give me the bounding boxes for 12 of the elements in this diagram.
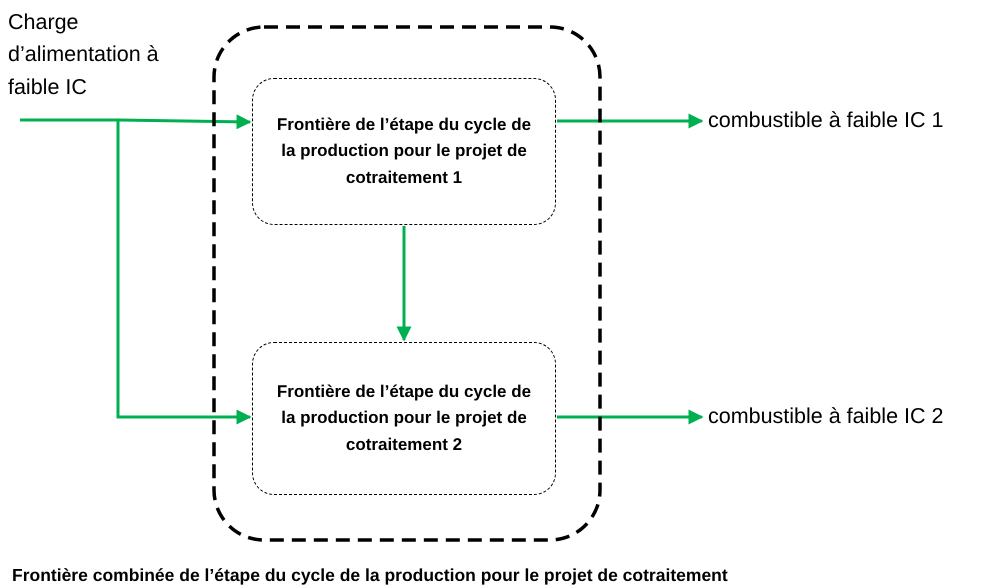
- dashed-process-box: [252, 342, 556, 495]
- flow-label: Charge d’alimentation à faible IC: [8, 9, 160, 100]
- arrow: [557, 114, 704, 128]
- box-text: Frontière de l’étape du cycle de la production pour le projet de cotraitement 2: [276, 380, 532, 456]
- flow-label: combustible à faible IC 2: [708, 403, 944, 430]
- box-text: Frontière de l’étape du cycle de la production pour le projet de cotraitement 1: [276, 114, 532, 189]
- flow-label: combustible à faible IC 1: [708, 107, 944, 134]
- arrow: [557, 410, 704, 424]
- boundary-caption: Frontière combinée de l’étape du cycle de la production pour le projet de cotraitement: [12, 565, 728, 586]
- arrow: [20, 118, 252, 424]
- dashed-process-box: [252, 78, 556, 225]
- arrow: [396, 226, 412, 342]
